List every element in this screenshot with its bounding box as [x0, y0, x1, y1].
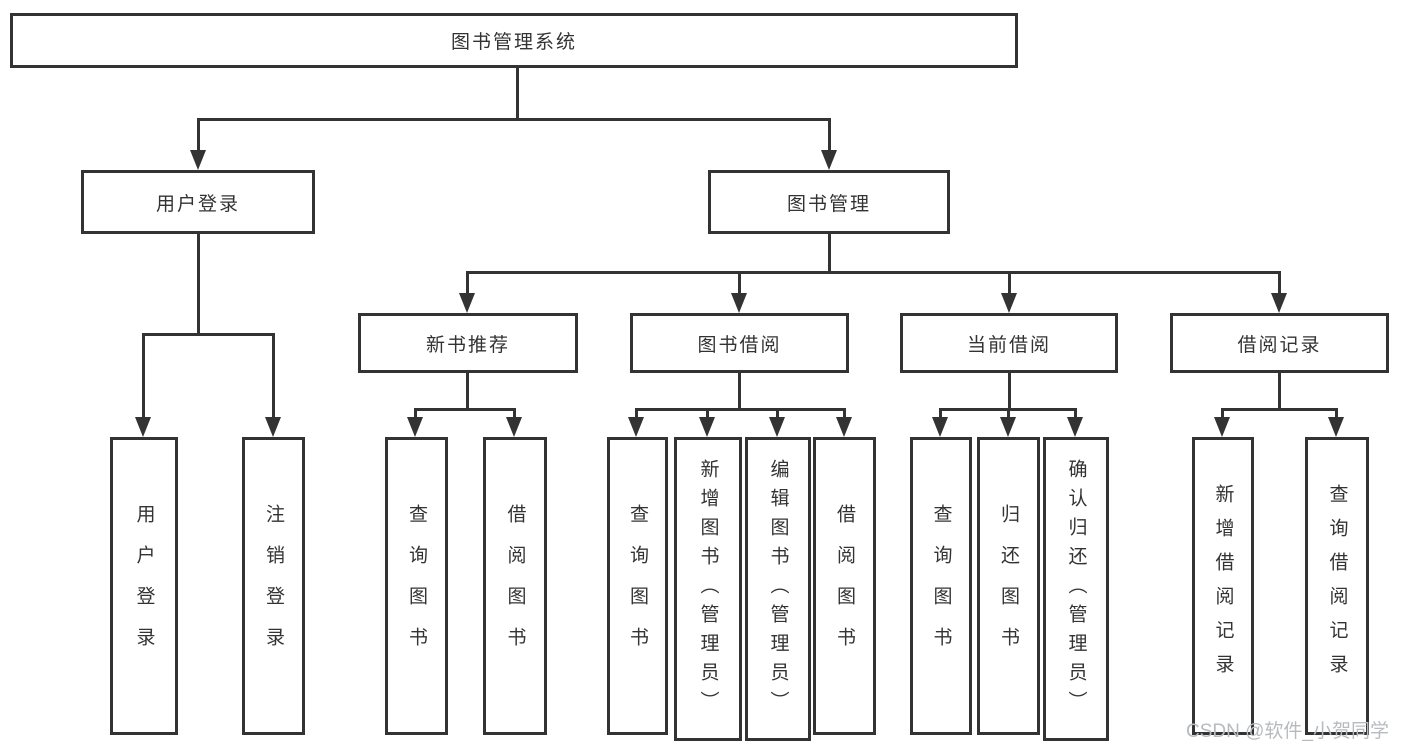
- connector-drop-nb-borrow: [513, 408, 516, 418]
- node-borrow-records: 借阅记录: [1170, 313, 1389, 373]
- leaf-query-books-borrow: 查询图书: [607, 437, 668, 735]
- arrowhead-new-book: [459, 293, 475, 313]
- node-current-borrow: 当前借阅: [900, 313, 1118, 373]
- leaf-edit-books-admin: 编辑图书（管理员）: [745, 437, 811, 741]
- connector-current-borrow-trunk: [1008, 373, 1011, 409]
- leaf-query-borrow-record: 查询借阅记录: [1305, 437, 1369, 735]
- connector-borrow-records-bar: [1222, 408, 1337, 411]
- leaf-query-books-recommend: 查询图书: [385, 437, 448, 735]
- connector-book-mgmt-trunk: [828, 234, 831, 272]
- leaf-confirm-return-admin: 确认归还（管理员）: [1043, 437, 1109, 741]
- connector-drop-cb-return: [1007, 408, 1010, 418]
- leaf-add-borrow-record: 新增借阅记录: [1192, 437, 1254, 735]
- leaf-user-login: 用户登录: [110, 437, 178, 735]
- connector-book-mgmt-bar: [467, 271, 1280, 274]
- arrowhead-bb-borrow: [836, 417, 852, 437]
- connector-new-book-trunk: [466, 373, 469, 409]
- connector-drop-book-management: [828, 118, 831, 150]
- leaf-borrow-books-recommend: 借阅图书: [483, 437, 547, 735]
- connector-root-bar: [198, 118, 830, 121]
- node-book-management: 图书管理: [708, 170, 950, 234]
- arrowhead-user-login: [190, 150, 206, 170]
- connector-user-login-trunk: [197, 234, 200, 334]
- connector-root-trunk: [516, 68, 519, 119]
- connector-drop-new-book: [466, 271, 469, 293]
- connector-drop-bb-edit: [776, 408, 779, 418]
- arrowhead-cb-confirm: [1067, 417, 1083, 437]
- connector-borrow-records-trunk: [1278, 373, 1281, 409]
- csdn-watermark: CSDN @软件_小贺同学: [1186, 721, 1389, 742]
- arrowhead-nb-query: [407, 417, 423, 437]
- arrowhead-nb-borrow: [506, 417, 522, 437]
- node-library-management-system: 图书管理系统: [10, 13, 1018, 68]
- leaf-add-books-admin: 新增图书（管理员）: [674, 437, 742, 741]
- arrowhead-br-add: [1214, 417, 1230, 437]
- arrowhead-bb-add: [699, 417, 715, 437]
- leaf-return-books: 归还图书: [977, 437, 1040, 735]
- connector-drop-bb-borrow: [843, 408, 846, 418]
- arrowhead-book-management: [821, 150, 837, 170]
- connector-user-login-bar: [143, 333, 275, 336]
- arrowhead-br-query: [1328, 417, 1344, 437]
- connector-drop-nb-query: [414, 408, 417, 418]
- arrowhead-cb-query: [932, 417, 948, 437]
- arrowhead-logout-leaf: [265, 417, 281, 437]
- node-user-login: 用户登录: [81, 170, 315, 234]
- arrowhead-current-borrow: [1001, 293, 1017, 313]
- connector-drop-logout-leaf: [272, 333, 275, 417]
- connector-drop-current-borrow: [1008, 271, 1011, 293]
- arrowhead-cb-return: [1000, 417, 1016, 437]
- arrowhead-book-borrow: [731, 293, 747, 313]
- connector-drop-borrow-records: [1278, 271, 1281, 293]
- arrowhead-login-leaf: [135, 417, 151, 437]
- arrowhead-bb-edit: [769, 417, 785, 437]
- connector-drop-book-borrow: [738, 271, 741, 293]
- connector-book-borrow-trunk: [738, 373, 741, 409]
- leaf-borrow-books: 借阅图书: [813, 437, 876, 735]
- node-book-borrow: 图书借阅: [630, 313, 849, 373]
- connector-drop-login-leaf: [142, 333, 145, 417]
- connector-drop-cb-query: [939, 408, 942, 418]
- arrowhead-bb-query: [628, 417, 644, 437]
- node-new-book-recommend: 新书推荐: [358, 313, 578, 373]
- connector-drop-cb-confirm: [1074, 408, 1077, 418]
- leaf-query-books-current: 查询图书: [910, 437, 972, 735]
- connector-drop-bb-add: [706, 408, 709, 418]
- connector-drop-br-add: [1221, 408, 1224, 418]
- connector-new-book-bar: [415, 408, 516, 411]
- connector-book-borrow-bar: [636, 408, 846, 411]
- connector-drop-br-query: [1335, 408, 1338, 418]
- leaf-logout: 注销登录: [242, 437, 305, 735]
- arrowhead-borrow-records: [1271, 293, 1287, 313]
- connector-drop-bb-query: [635, 408, 638, 418]
- connector-drop-user-login: [197, 118, 200, 150]
